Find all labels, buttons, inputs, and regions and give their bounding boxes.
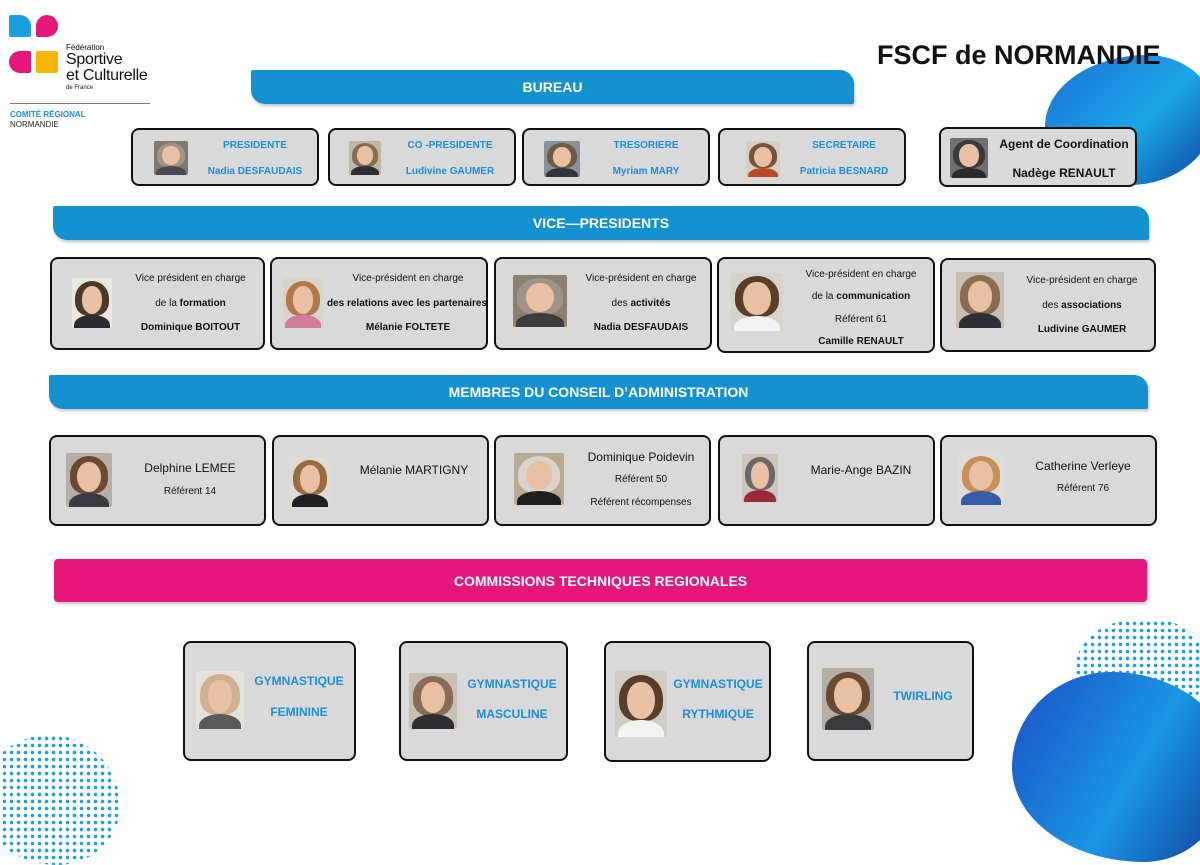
vice-card-communication: Vice-président en charge de la communica… (717, 257, 935, 353)
logo-line3: et Culturelle (66, 67, 148, 84)
commission-card-gym-rythmique: GYMNASTIQUE RYTHMIQUE (604, 641, 771, 762)
bureau-card-agent-coordination: Agent de Coordination Nadège RENAULT (939, 127, 1137, 187)
photo (956, 272, 1004, 328)
membre-card-poidevin: Dominique Poidevin Référent 50 Référent … (494, 435, 711, 526)
commission-label: MASCULINE (476, 707, 548, 721)
person-name: Catherine Verleye (1035, 459, 1131, 473)
role-line: des associations (1042, 300, 1122, 311)
referent-label: Référent 14 (163, 486, 217, 497)
commission-label: GYMNASTIQUE (673, 677, 763, 691)
photo (513, 275, 567, 327)
membre-card-verleye: Catherine Verleye Référent 76 (940, 435, 1157, 526)
photo (196, 671, 244, 729)
person-name: Nadia DESFAUDAIS (207, 166, 303, 177)
photo (731, 273, 783, 331)
referent-label: Référent 50 (614, 474, 668, 485)
role-label: TRESORIERE (613, 140, 679, 151)
role-label: CO -PRESIDENTE (407, 140, 493, 151)
section-banner-commissions: COMMISSIONS TECHNIQUES REGIONALES (54, 559, 1147, 602)
role-label: PRESIDENTE (223, 140, 287, 151)
photo (283, 278, 323, 328)
person-name: Camille RENAULT (818, 336, 904, 347)
bureau-card-co-presidente: CO -PRESIDENTE Ludivine GAUMER (328, 128, 516, 186)
vice-card-formation: Vice président en charge de la formation… (50, 257, 265, 350)
person-name: Nadia DESFAUDAIS (593, 322, 689, 333)
logo-region: COMITÉ RÉGIONAL (10, 110, 86, 119)
role-line: Vice-président en charge (352, 273, 464, 284)
person-name: Ludivine GAUMER (405, 166, 495, 177)
person-name: Myriam MARY (612, 166, 680, 177)
commission-label: GYMNASTIQUE (254, 674, 344, 688)
referent-label: Référent 61 (834, 314, 888, 325)
commission-label: GYMNASTIQUE (467, 677, 557, 691)
person-name: Mélanie MARTIGNY (359, 463, 469, 477)
person-name: Dominique Poidevin (587, 450, 695, 464)
commission-label: FEMININE (270, 705, 328, 719)
role-line: des relations avec les partenaires (326, 298, 488, 309)
photo (742, 454, 778, 502)
role-label: Agent de Coordination (999, 137, 1129, 151)
person-name: Nadège RENAULT (1012, 166, 1116, 180)
membre-card-martigny: Mélanie MARTIGNY (272, 435, 489, 526)
logo-line4: de France (66, 85, 94, 91)
vice-card-partenaires: Vice-président en charge des relations a… (270, 257, 488, 350)
person-name: Dominique BOITOUT (140, 322, 241, 333)
person-name: Marie-Ange BAZIN (810, 463, 912, 477)
membre-card-bazin: Marie-Ange BAZIN (718, 435, 935, 526)
logo-text: Fédération Sportive et Culturelle de Fra… (66, 43, 148, 92)
logo-divider (10, 103, 150, 104)
photo (409, 673, 457, 729)
role-line: des activités (611, 298, 671, 309)
decorative-blob-bottom (1012, 672, 1200, 862)
photo (72, 278, 112, 328)
logo-line1: Fédération (66, 43, 105, 52)
commission-label: RYTHMIQUE (682, 707, 754, 721)
referent-label: Référent 76 (1056, 483, 1110, 494)
fscf-logo-icon (9, 15, 61, 95)
person-name: Patricia BESNARD (799, 166, 889, 177)
photo (950, 138, 988, 178)
photo (746, 141, 780, 177)
page-title: FSCF de NORMANDIE (877, 40, 1161, 70)
person-name: Ludivine GAUMER (1037, 324, 1127, 335)
bureau-card-tresoriere: TRESORIERE Myriam MARY (522, 128, 710, 186)
photo (615, 671, 667, 737)
photo (290, 457, 330, 507)
photo (544, 141, 580, 177)
section-banner-membres: MEMBRES DU CONSEIL D’ADMINISTRATION (49, 375, 1148, 409)
role-line: Vice président en charge (135, 273, 246, 284)
commission-label: TWIRLING (893, 689, 953, 703)
photo (514, 453, 564, 505)
role-label: SECRETAIRE (812, 140, 876, 151)
bureau-card-presidente: PRESIDENTE Nadia DESFAUDAIS (131, 128, 319, 186)
photo (958, 453, 1004, 505)
commission-card-gym-feminine: GYMNASTIQUE FEMININE (183, 641, 356, 761)
role-line: de la communication (811, 291, 911, 302)
vice-card-activites: Vice-président en charge des activités N… (494, 257, 712, 350)
commission-card-twirling: TWIRLING (807, 641, 974, 761)
section-banner-bureau: BUREAU (251, 70, 854, 104)
commission-card-gym-masculine: GYMNASTIQUE MASCULINE (399, 641, 568, 761)
referent-label: Référent récompenses (590, 497, 692, 508)
membre-card-lemee: Delphine LEMEE Référent 14 (49, 435, 266, 526)
role-line: de la formation (155, 298, 226, 309)
vice-card-associations: Vice-président en charge des association… (940, 258, 1156, 352)
logo-line2: Sportive (66, 51, 123, 68)
photo (154, 141, 188, 175)
person-name: Delphine LEMEE (144, 461, 236, 475)
photo (66, 453, 112, 507)
decorative-dots-left (0, 735, 120, 865)
role-line: Vice-président en charge (585, 273, 697, 284)
role-line: Vice-président en charge (1026, 275, 1138, 286)
bureau-card-secretaire: SECRETAIRE Patricia BESNARD (718, 128, 906, 186)
photo (349, 141, 381, 175)
logo-region-name: NORMANDIE (10, 120, 59, 129)
role-line: Vice-président en charge (805, 269, 917, 280)
section-banner-vice-presidents: VICE—PRESIDENTS (53, 206, 1149, 240)
person-name: Mélanie FOLTETE (365, 322, 451, 333)
photo (822, 668, 874, 730)
